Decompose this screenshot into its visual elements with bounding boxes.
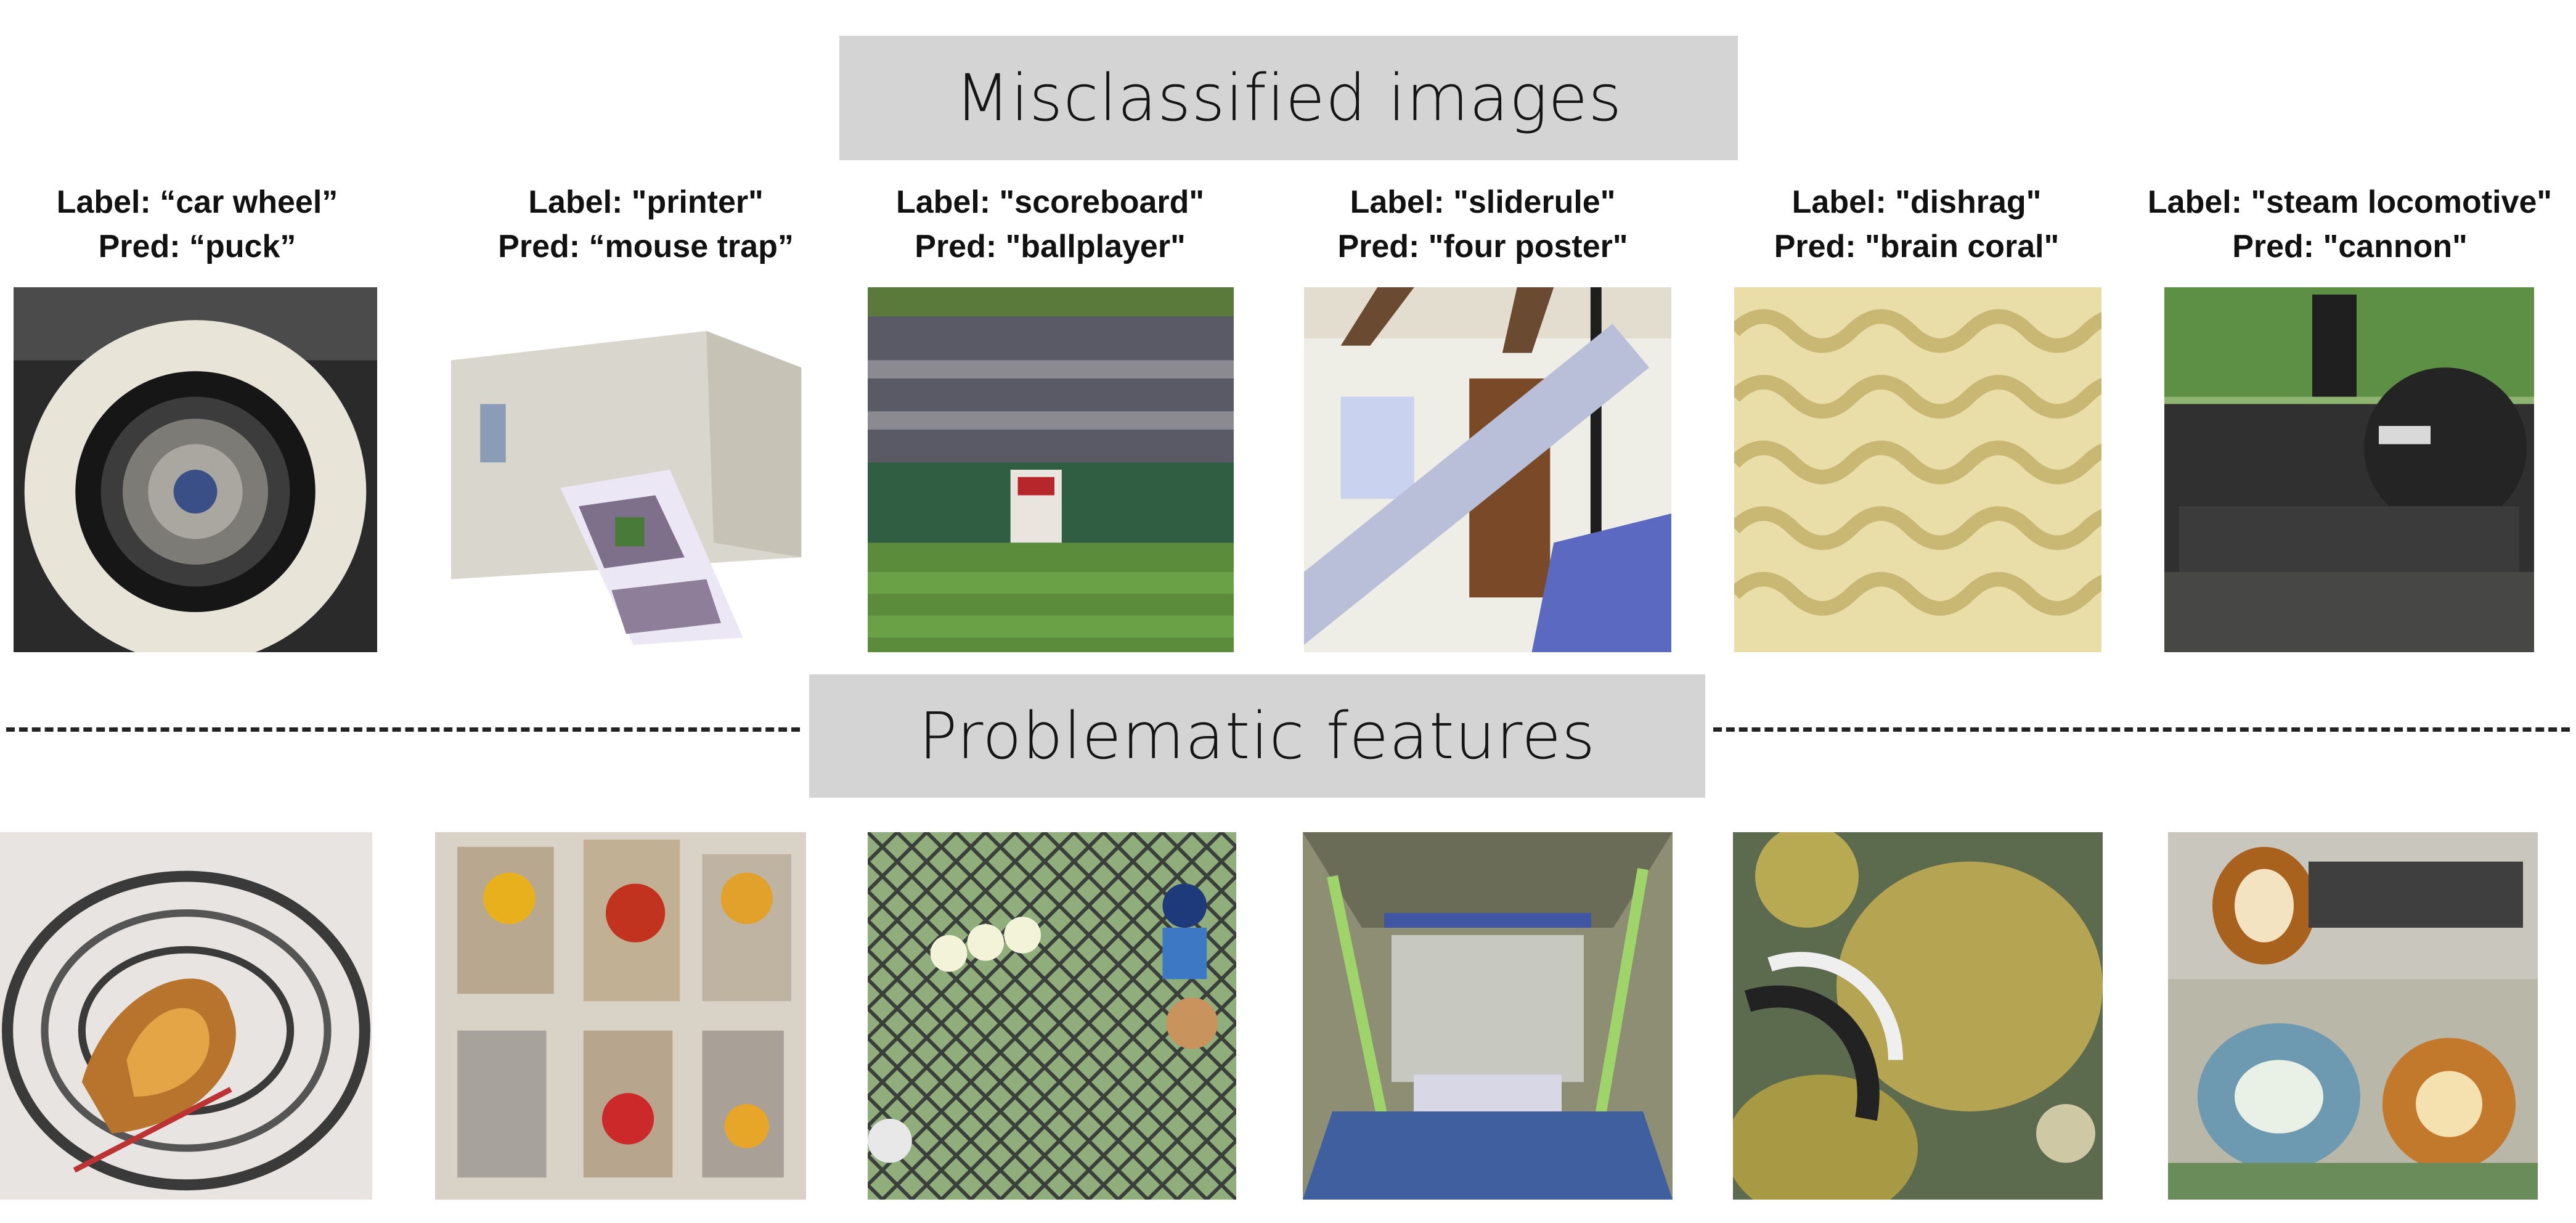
caption-pred: Pred: "brain coral" xyxy=(1774,229,2060,264)
caption-1: Label: “car wheel” Pred: “puck” xyxy=(0,180,394,277)
caption-6: Label: "steam locomotive" Pred: "cannon" xyxy=(2124,180,2576,277)
image-dishrag xyxy=(1734,287,2101,652)
caption-pred: Pred: “puck” xyxy=(98,229,296,264)
caption-5: Label: "dishrag" Pred: "brain coral" xyxy=(1719,180,2114,277)
feature-mouse-trap xyxy=(435,832,806,1200)
feature-puck xyxy=(0,832,372,1200)
caption-label: Label: “car wheel” xyxy=(56,184,338,220)
caption-pred: Pred: “mouse trap” xyxy=(498,229,794,264)
feature-brain-coral xyxy=(1733,832,2103,1200)
caption-pred: Pred: "four poster" xyxy=(1337,229,1628,264)
image-car-wheel xyxy=(14,287,377,652)
caption-label: Label: "printer" xyxy=(528,184,764,220)
caption-label: Label: "steam locomotive" xyxy=(2147,184,2553,220)
feature-ballplayer xyxy=(868,832,1236,1200)
image-scoreboard xyxy=(868,287,1234,652)
caption-3: Label: "scoreboard" Pred: "ballplayer" xyxy=(853,180,1247,277)
caption-label: Label: "scoreboard" xyxy=(895,184,1205,220)
caption-pred: Pred: "cannon" xyxy=(2232,229,2468,264)
image-steam-locomotive xyxy=(2164,287,2534,652)
caption-2: Label: "printer" Pred: “mouse trap” xyxy=(449,180,843,277)
caption-4: Label: "sliderule" Pred: "four poster" xyxy=(1286,180,1680,277)
feature-cannon xyxy=(2168,832,2538,1200)
caption-label: Label: "sliderule" xyxy=(1350,184,1616,220)
divider-dashed-right xyxy=(1713,727,2570,732)
problematic-features-header: Problematic features xyxy=(809,674,1705,798)
feature-four-poster xyxy=(1303,832,1673,1200)
misclassified-images-header: Misclassified images xyxy=(839,36,1738,160)
caption-pred: Pred: "ballplayer" xyxy=(915,229,1186,264)
image-sliderule xyxy=(1304,287,1671,652)
caption-label: Label: "dishrag" xyxy=(1791,184,2042,220)
image-printer xyxy=(444,287,809,652)
divider-dashed-left xyxy=(6,727,800,732)
